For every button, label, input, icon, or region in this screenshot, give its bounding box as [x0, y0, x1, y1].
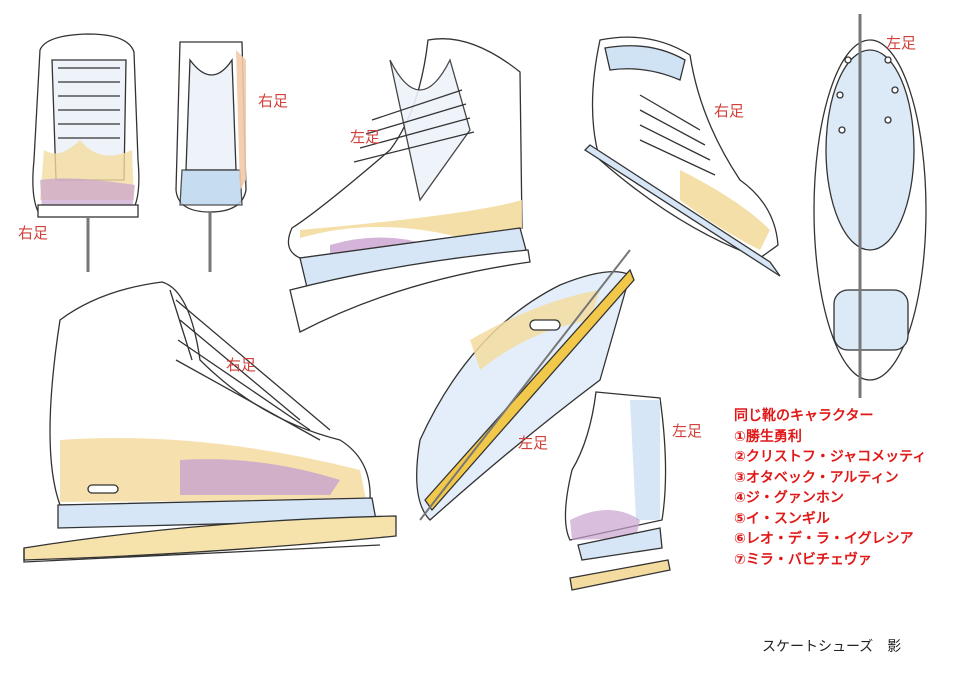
label-right-foot-1: 右足: [258, 92, 289, 110]
sheet-caption: スケートシューズ 影: [762, 639, 902, 655]
skate-side-view-right-large: [23, 281, 397, 563]
skate-sole-bottom-view: [813, 14, 927, 398]
label-left-foot-1: 左足: [350, 128, 381, 146]
list-item: ②クリストフ・ジャコメッティ: [734, 449, 927, 465]
list-item: ⑥レオ・デ・ラ・イグレシア: [734, 531, 914, 547]
skate-side-view-right-top: [583, 36, 781, 277]
label-left-foot-4: 左足: [672, 422, 703, 440]
list-item: ④ジ・グァンホン: [734, 490, 844, 506]
label-left-foot-3: 左足: [518, 434, 549, 452]
character-list: 同じ靴のキャラクター ①勝生勇利 ②クリストフ・ジャコメッティ ③オタベック・ア…: [734, 406, 926, 570]
list-item: ⑦ミラ・バビチェヴァ: [734, 551, 872, 568]
skate-back-view-right: [175, 41, 247, 272]
list-item: ①勝生勇利: [734, 428, 802, 445]
skate-side-view-left-top: [287, 38, 531, 333]
label-left-foot-2: 左足: [886, 34, 917, 52]
label-right-foot-2: 右足: [18, 224, 49, 242]
skate-front-view-right: [32, 33, 140, 272]
list-item: ③オタベック・アルティン: [734, 469, 899, 486]
skate-angled-blade-view-left: [416, 249, 635, 521]
character-list-heading: 同じ靴のキャラクター: [734, 408, 874, 424]
label-right-foot-4: 右足: [226, 356, 257, 374]
list-item: ⑤イ・スンギル: [734, 510, 830, 527]
label-right-foot-3: 右足: [714, 102, 745, 120]
skate-rear-angle-view-left: [564, 391, 671, 591]
